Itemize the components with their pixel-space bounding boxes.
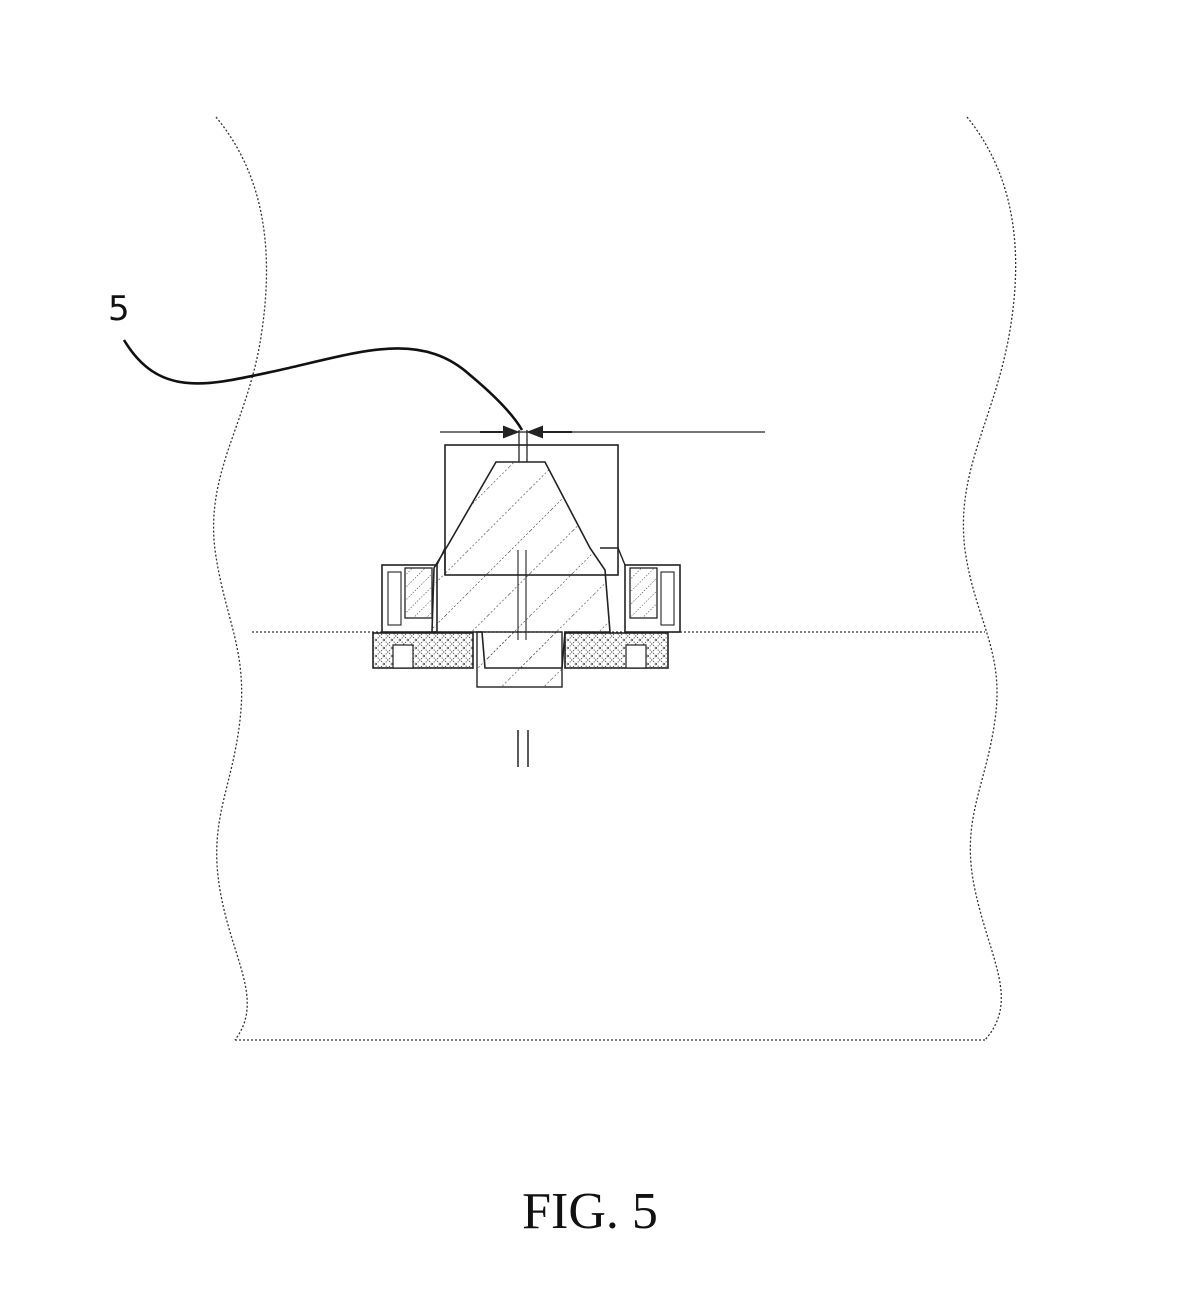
dimension-arrows <box>480 425 572 439</box>
base-flange <box>372 632 669 669</box>
break-outline <box>213 116 1017 1041</box>
left-side-block <box>381 564 438 633</box>
left-break-line <box>213 116 268 1041</box>
center-mark <box>517 730 529 767</box>
reference-label-5: 5 <box>108 289 130 329</box>
central-core <box>431 461 626 688</box>
leader-line-5 <box>122 339 524 431</box>
pilot-pin <box>518 430 528 462</box>
figure-caption: FIG. 5 <box>522 1183 658 1240</box>
right-side-block <box>624 564 681 633</box>
right-break-line <box>962 116 1017 1041</box>
core-stem <box>476 631 563 688</box>
left-shoulder <box>436 547 446 575</box>
right-shoulder <box>600 547 626 566</box>
